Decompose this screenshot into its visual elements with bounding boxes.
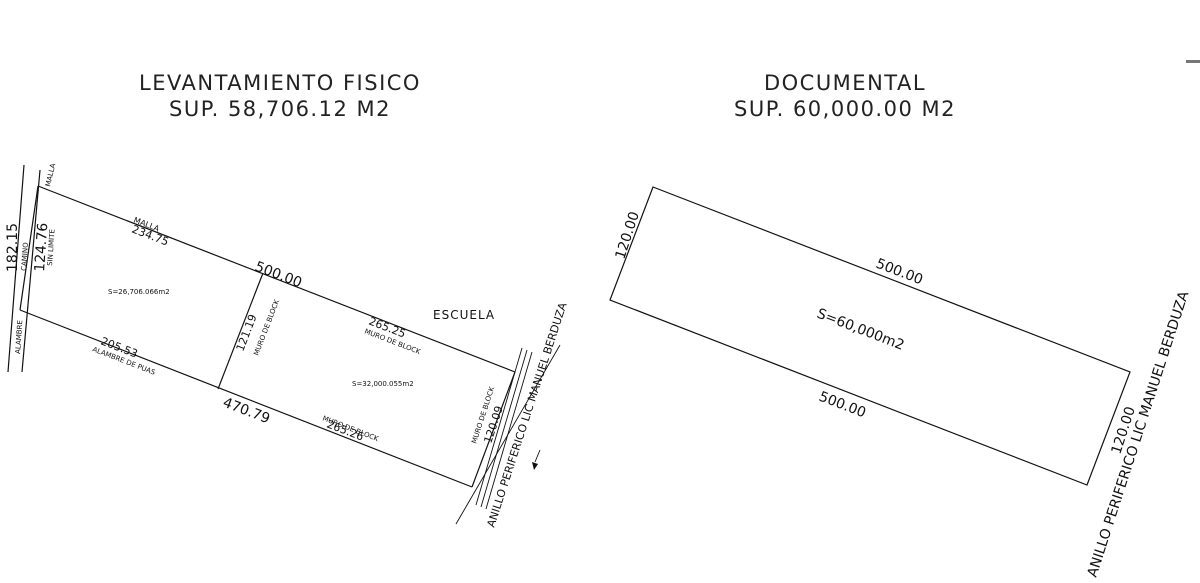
north-boundary — [37, 185, 516, 373]
right-plot: 120.00 500.00 S=60,000m2 500.00 120.00 A… — [609, 186, 1193, 579]
dim-top-side: 500.00 — [874, 256, 925, 288]
sin-limite-label: SIN LIMITE — [46, 229, 57, 266]
south-boundary — [19, 309, 473, 488]
arrow-head-icon — [532, 462, 538, 470]
corner-mark — [1186, 60, 1200, 63]
dim-left-side: 120.00 — [613, 210, 643, 262]
right-title-block: DOCUMENTAL SUP. 60,000.00 M2 — [640, 70, 1050, 122]
dim-124: 124.76 — [32, 222, 51, 272]
left-plot: MALLA MALLA 234.75 500.00 182.15 CAMINO … — [5, 162, 570, 528]
left-area-summary: SUP. 58,706.12 M2 — [169, 97, 391, 121]
alambre-label: ALAMBRE — [14, 320, 24, 354]
area-1-label: S=26,706.066m2 — [108, 288, 170, 296]
dim-182: 182.15 — [5, 223, 21, 272]
dividing-wall — [217, 272, 264, 390]
dim-500: 500.00 — [253, 259, 304, 291]
camino-outer-line — [7, 164, 25, 373]
escuela-label: ESCUELA — [433, 308, 495, 322]
muro-block-mid-label: MURO DE BLOCK — [252, 298, 281, 357]
road-line-2 — [480, 349, 528, 508]
road-line-1 — [475, 347, 523, 506]
west-boundary — [19, 185, 39, 311]
road-label-right: ANILLO PERIFERICO LIC MANUEL BERDUZA — [1085, 289, 1193, 579]
dim-470: 470.79 — [221, 395, 272, 427]
arrow-icon — [534, 449, 541, 463]
east-boundary — [471, 371, 516, 488]
area-label: S=60,000m2 — [815, 306, 907, 354]
left-title-block: LEVANTAMIENTO FISICO SUP. 58,706.12 M2 — [60, 70, 500, 122]
camino-inner-line — [21, 169, 41, 373]
area-2-label: S=32,000.055m2 — [352, 380, 414, 388]
camino-label: CAMINO — [20, 242, 30, 272]
document-polygon — [609, 186, 1131, 486]
road-line-3 — [485, 351, 533, 510]
left-title: LEVANTAMIENTO FISICO — [139, 71, 421, 95]
malla-top-label: MALLA — [44, 162, 57, 187]
right-title: DOCUMENTAL — [763, 71, 927, 95]
road-line-outer — [455, 344, 561, 525]
right-area-summary: SUP. 60,000.00 M2 — [734, 97, 956, 121]
dim-bottom-side: 500.00 — [817, 389, 868, 421]
